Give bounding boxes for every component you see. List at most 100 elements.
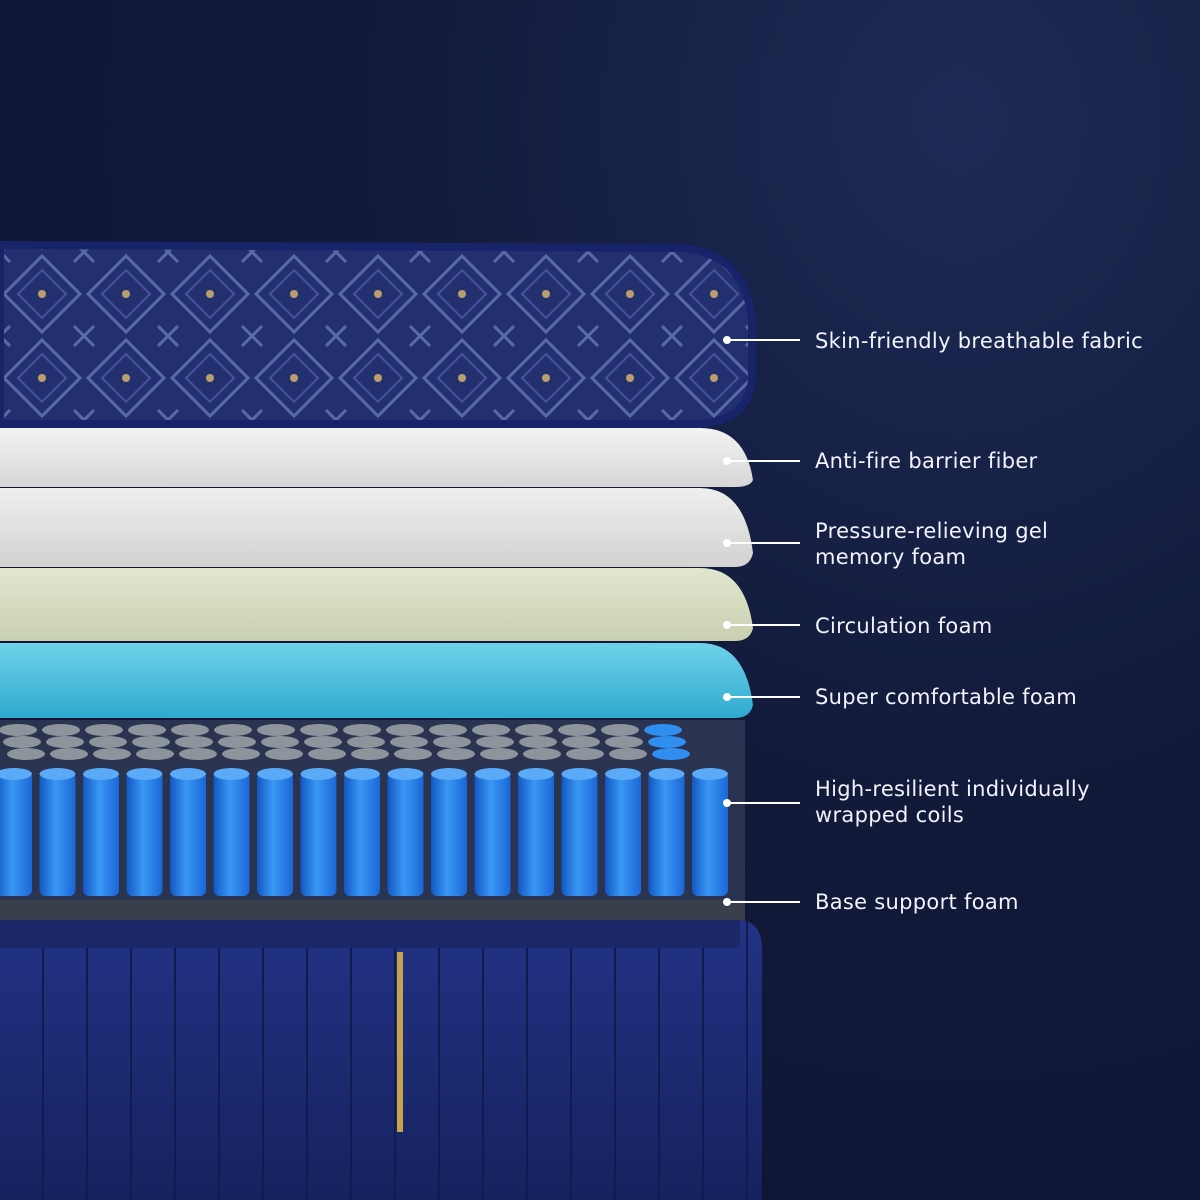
label-circulation-foam: Circulation foam [815, 614, 993, 638]
coil-top [523, 748, 561, 760]
coil-cap [213, 768, 250, 780]
coil [0, 772, 32, 896]
coil-top [171, 724, 209, 736]
coil [83, 772, 119, 896]
coil-top [218, 736, 256, 748]
coil-cap [83, 768, 119, 780]
label-coils: High-resilient individually wrapped coil… [815, 777, 1090, 827]
coil-cap [39, 768, 76, 780]
leader-dot [723, 336, 731, 344]
fabric-top-layer [0, 240, 756, 428]
coil-cap [605, 768, 641, 780]
coil-top [257, 724, 295, 736]
leader-dot [723, 457, 731, 465]
coil-top [347, 736, 385, 748]
comfort-foam-layer [0, 643, 753, 718]
coil [213, 772, 250, 896]
coil-top [648, 736, 686, 748]
coil-top [386, 724, 424, 736]
coil-top [261, 736, 299, 748]
coil-top [558, 724, 596, 736]
coil-top [429, 724, 467, 736]
leader-dot [723, 539, 731, 547]
gold-accent-strip [397, 952, 403, 1132]
coil-top [3, 736, 41, 748]
coil [39, 772, 76, 896]
base-cover [0, 898, 762, 1200]
coil-top [343, 724, 381, 736]
coil-top [394, 748, 432, 760]
coil-top [304, 736, 342, 748]
coil-top [308, 748, 346, 760]
coil-top [644, 724, 682, 736]
label-leader-lines [723, 336, 800, 906]
coil-top [222, 748, 260, 760]
label-gel-foam: Pressure-relieving gel memory foam [815, 519, 1049, 569]
coil-top [128, 724, 166, 736]
coil-cap [561, 768, 598, 780]
coil-cap [300, 768, 337, 780]
coil [257, 772, 293, 896]
coil-top [605, 736, 643, 748]
coil-top [433, 736, 471, 748]
coil [431, 772, 467, 896]
coil-top [519, 736, 557, 748]
coil [518, 772, 554, 896]
circulation-foam-layer [0, 568, 753, 641]
coil-top [175, 736, 213, 748]
coil-top [50, 748, 88, 760]
coil-top [132, 736, 170, 748]
coil-top [0, 724, 37, 736]
coil-top [609, 748, 647, 760]
label-comfort-foam: Super comfortable foam [815, 685, 1077, 709]
coil [126, 772, 163, 896]
coil-top [476, 736, 514, 748]
coil-top [136, 748, 174, 760]
coil-layer [0, 720, 745, 900]
coil-cap [474, 768, 511, 780]
coil-top [437, 748, 475, 760]
leader-dot [723, 621, 731, 629]
label-base-foam: Base support foam [815, 890, 1019, 914]
coil-cap [257, 768, 293, 780]
fire-barrier-layer [0, 428, 753, 487]
coil-cap [170, 768, 206, 780]
coil-top [214, 724, 252, 736]
coil-top [515, 724, 553, 736]
leader-dot [723, 693, 731, 701]
coil-top [7, 748, 45, 760]
coil-cap [692, 768, 728, 780]
coil-top [480, 748, 518, 760]
coil-top [179, 748, 217, 760]
coil-cap [126, 768, 163, 780]
coil-top [472, 724, 510, 736]
coil-top [601, 724, 639, 736]
coil-top [652, 748, 690, 760]
coil [648, 772, 685, 896]
gel-memory-foam-layer [0, 488, 753, 567]
coil-cap [518, 768, 554, 780]
coil-top [46, 736, 84, 748]
coil-top [42, 724, 80, 736]
coil-top [351, 748, 389, 760]
coil [605, 772, 641, 896]
coil [561, 772, 598, 896]
coil [474, 772, 511, 896]
leader-dot [723, 799, 731, 807]
coil-cap [431, 768, 467, 780]
coil-top [85, 724, 123, 736]
coil-top [566, 748, 604, 760]
coil-top [93, 748, 131, 760]
coil-cap [387, 768, 424, 780]
coil-cap [648, 768, 685, 780]
coil [170, 772, 206, 896]
coil-top [300, 724, 338, 736]
coil [344, 772, 380, 896]
coil-cap [344, 768, 380, 780]
coil [692, 772, 728, 896]
coil-top [265, 748, 303, 760]
label-skin-fabric: Skin-friendly breathable fabric [815, 329, 1143, 353]
coil [300, 772, 337, 896]
coil-top [89, 736, 127, 748]
